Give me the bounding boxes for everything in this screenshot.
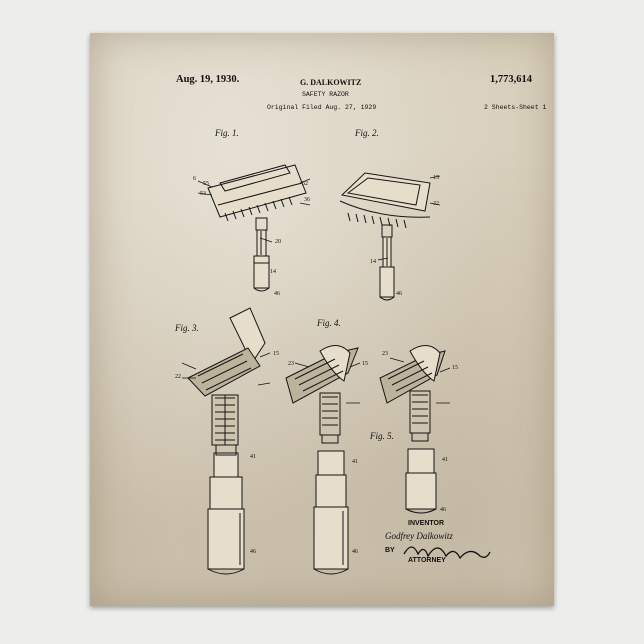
svg-text:32: 32 — [433, 201, 439, 207]
svg-text:14: 14 — [370, 259, 376, 265]
svg-text:20: 20 — [275, 239, 281, 245]
fig5-section-drawing — [380, 345, 445, 513]
svg-text:36: 36 — [304, 197, 310, 203]
svg-text:22: 22 — [175, 374, 181, 380]
svg-text:46: 46 — [250, 549, 256, 555]
svg-text:53: 53 — [200, 191, 206, 197]
fig4-section-drawing — [286, 345, 358, 574]
patent-poster: Aug. 19, 1930. G. DALKOWITZ 1,773,614 SA… — [90, 33, 554, 606]
fig2-razor-drawing — [340, 173, 430, 300]
svg-text:46: 46 — [352, 549, 358, 555]
fig3-section-drawing — [188, 308, 265, 574]
svg-text:15: 15 — [362, 361, 368, 367]
svg-text:41: 41 — [442, 457, 448, 463]
svg-text:46: 46 — [396, 291, 402, 297]
svg-text:23: 23 — [288, 361, 294, 367]
svg-text:46: 46 — [440, 507, 446, 513]
svg-text:32: 32 — [302, 181, 308, 187]
patent-drawings: 6 55 53 32 36 20 14 46 15 32 14 46 22 15 41 46 23 15… — [90, 33, 554, 606]
fig1-razor-drawing — [208, 165, 306, 291]
svg-text:23: 23 — [382, 351, 388, 357]
svg-text:14: 14 — [270, 269, 276, 275]
attorney-label: ATTORNEY — [408, 557, 446, 564]
svg-text:46: 46 — [274, 291, 280, 297]
svg-text:55: 55 — [203, 181, 209, 187]
svg-text:41: 41 — [250, 454, 256, 460]
inventor-label: INVENTOR — [408, 520, 444, 527]
by-label: BY — [385, 547, 395, 554]
svg-text:6: 6 — [193, 176, 196, 182]
svg-text:15: 15 — [452, 365, 458, 371]
svg-text:41: 41 — [352, 459, 358, 465]
svg-text:15: 15 — [433, 175, 439, 181]
svg-text:15: 15 — [273, 351, 279, 357]
